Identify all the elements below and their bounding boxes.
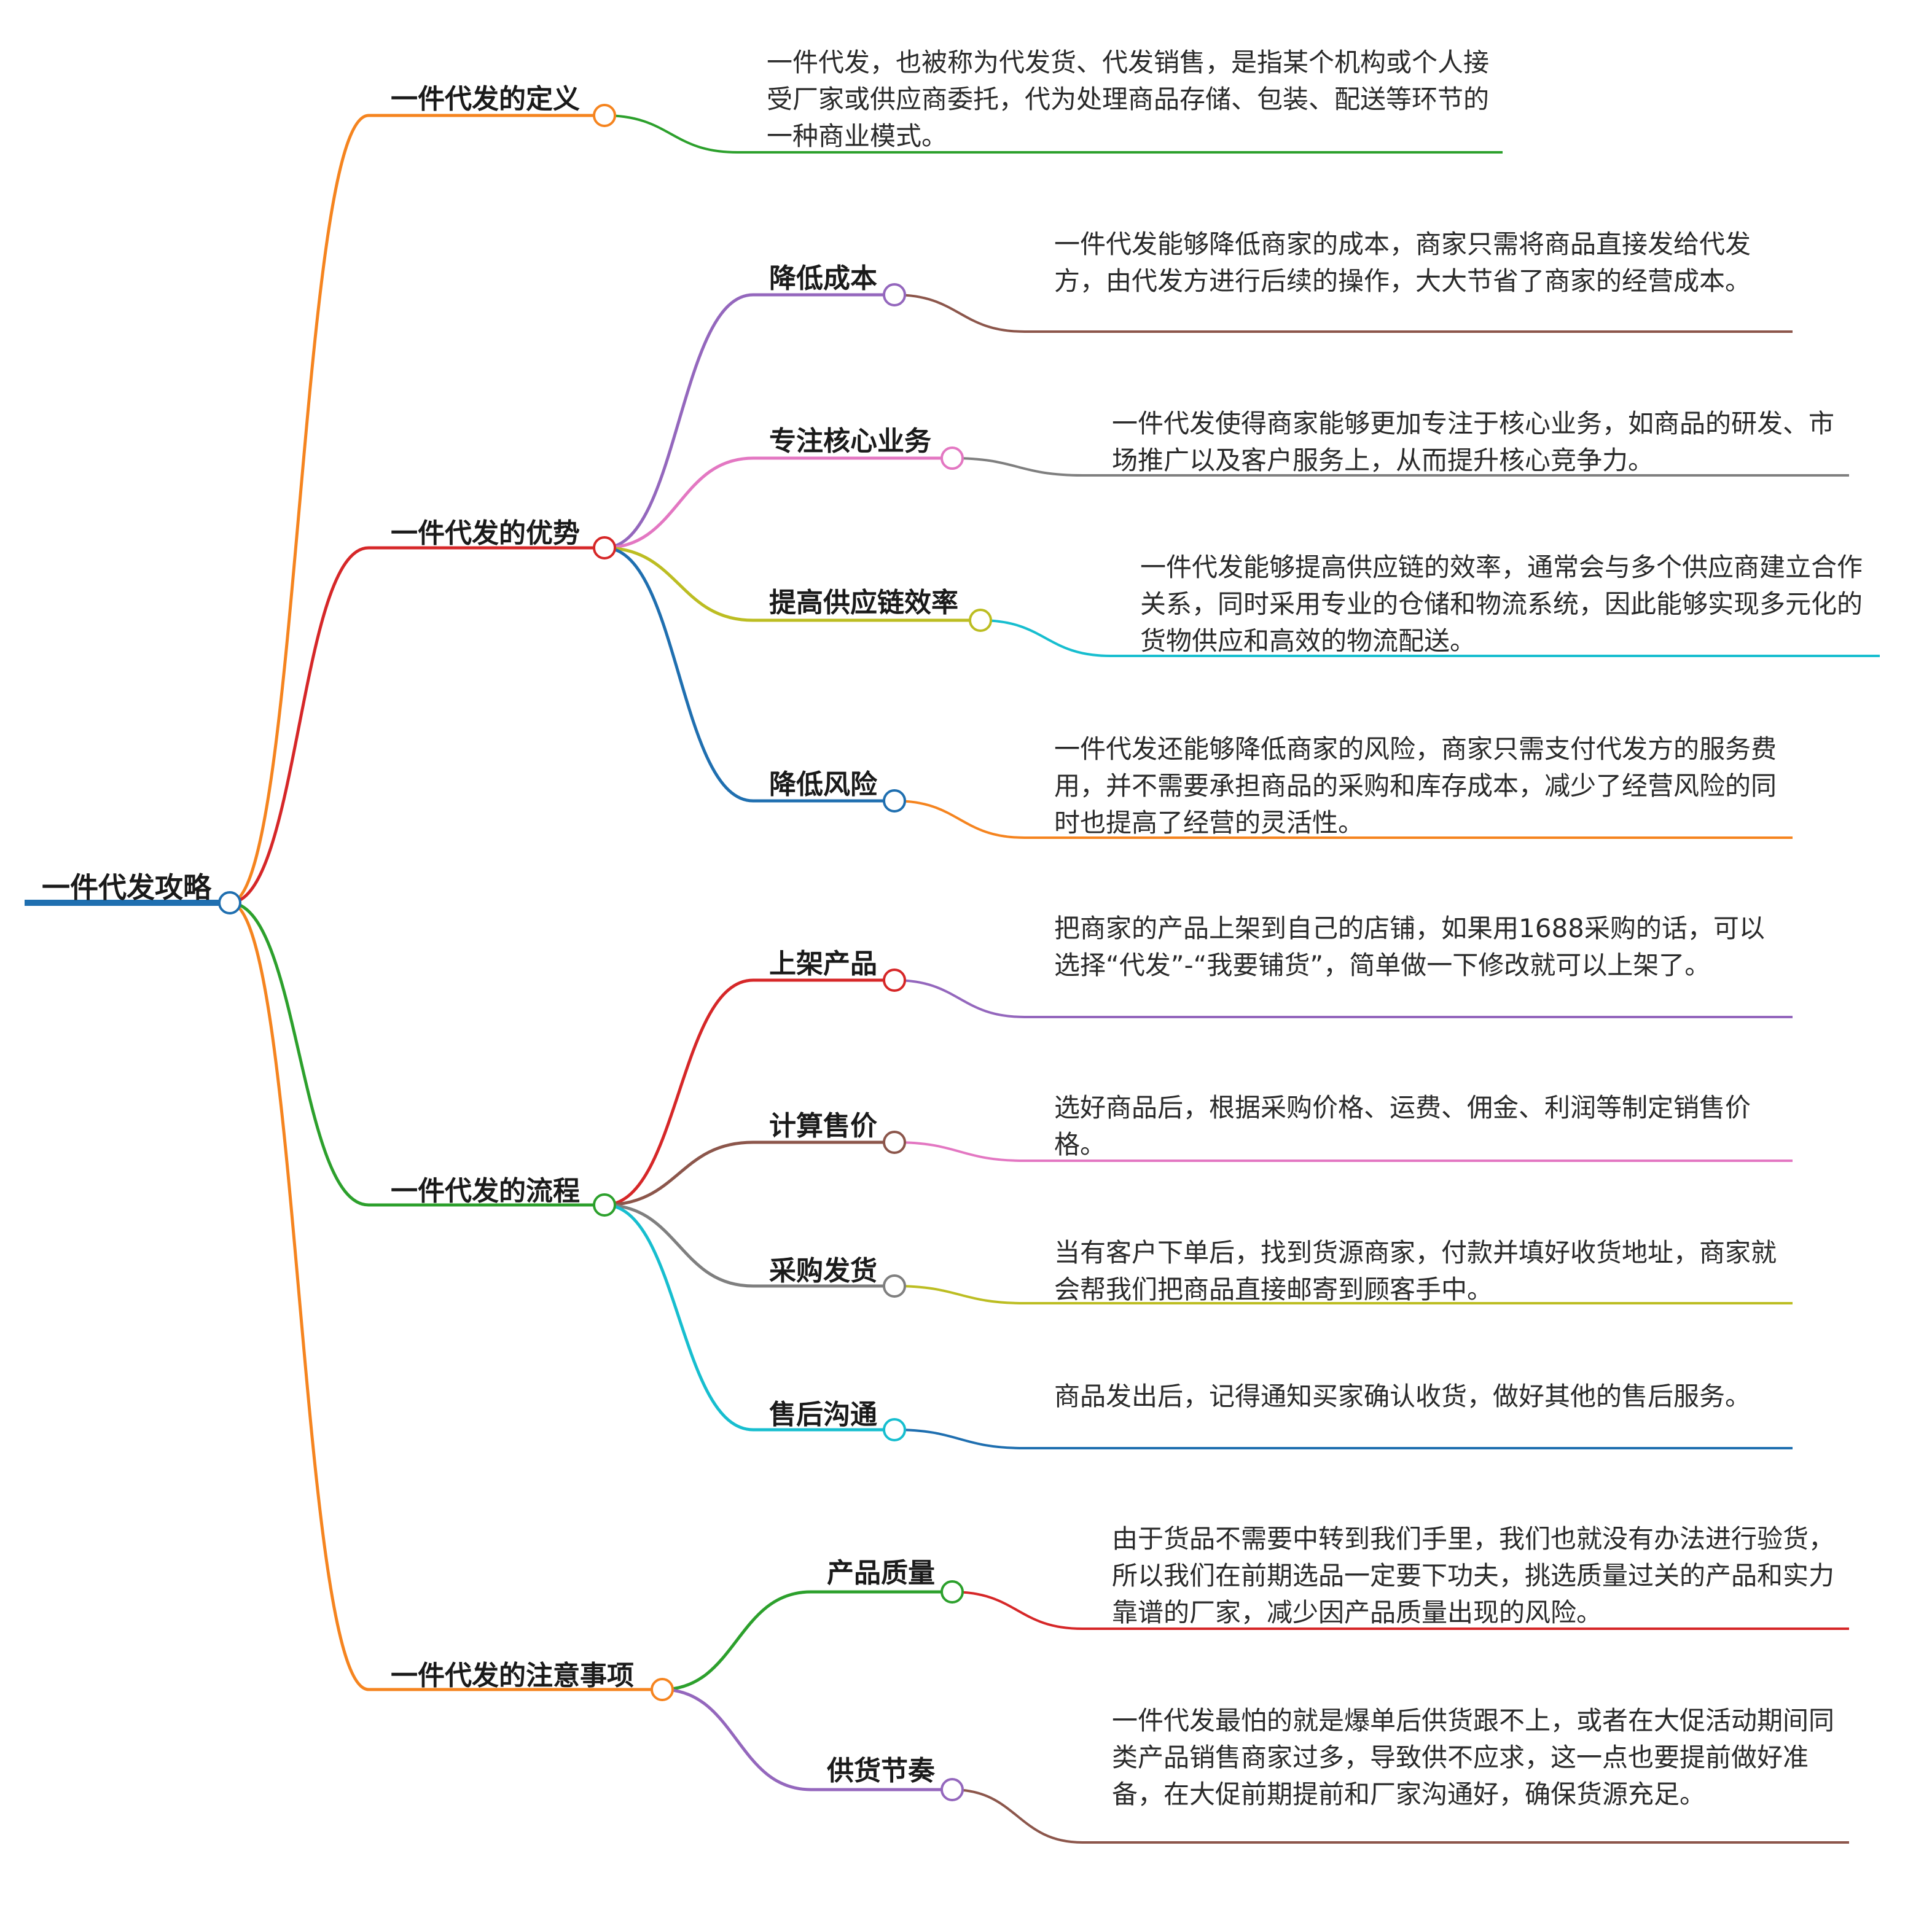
expand-knob-node-1-2[interactable] xyxy=(969,609,992,632)
leaf-pricing-text: 选好商品后，根据采购价格、运费、佣金、利润等制定销售价格。 xyxy=(1054,1093,1751,1160)
connector-branch-1-node-2 xyxy=(604,546,754,622)
expand-knob-branch-0[interactable] xyxy=(593,104,616,127)
connector-branch-3-node-0 xyxy=(662,1590,812,1691)
leaf-reduce-cost-text: 一件代发能够降低商家的成本，商家只需将商品直接发给代发方，由代发方进行后续的操作… xyxy=(1054,229,1751,296)
connector-branch-2-node-3 xyxy=(604,1203,754,1432)
connector-root-branch-2 xyxy=(229,901,369,1207)
branch-notes-label[interactable]: 一件代发的注意事项 xyxy=(391,1660,634,1691)
expand-knob-node-1-3[interactable] xyxy=(883,789,906,813)
connector-root-branch-0 xyxy=(229,114,369,905)
leaf-product-quality-text: 由于货品不需要中转到我们手里，我们也就没有办法进行验货，所以我们在前期选品一定要… xyxy=(1112,1524,1835,1627)
expand-knob-node-2-3[interactable] xyxy=(883,1418,906,1441)
leaf-supply-chain-text: 一件代发能够提高供应链的效率，通常会与多个供应商建立合作关系，同时采用专业的仓储… xyxy=(1140,552,1863,656)
connector-branch-2-node-1 xyxy=(604,1140,754,1207)
connector-node-2-2-leaf xyxy=(894,1285,1025,1304)
connector-branch-2-node-2 xyxy=(604,1203,754,1288)
node-list-products-label[interactable]: 上架产品 xyxy=(769,948,877,980)
connector-node-3-1-leaf xyxy=(952,1788,1083,1844)
expand-knob-node-2-0[interactable] xyxy=(883,969,906,992)
leaf-definition-text: 一件代发，也被称为代发货、代发销售，是指某个机构或个人接受厂家或供应商委托，代为… xyxy=(767,47,1490,151)
connector-node-1-2-leaf xyxy=(980,619,1111,657)
connector-root-branch-3 xyxy=(229,901,369,1691)
node-after-sales-label[interactable]: 售后沟通 xyxy=(769,1399,877,1430)
expand-knob-node-2-1[interactable] xyxy=(883,1131,906,1154)
connector-node-1-1-leaf xyxy=(952,457,1083,477)
leaf-reduce-risk-text: 一件代发还能够降低商家的风险，商家只需支付代发方的服务费用，并不需要承担商品的采… xyxy=(1054,734,1777,838)
connector-branch-2-node-0 xyxy=(604,978,754,1207)
node-reduce-cost-label[interactable]: 降低成本 xyxy=(769,263,877,294)
expand-knob-node-2-2[interactable] xyxy=(883,1274,906,1298)
branch-process-label[interactable]: 一件代发的流程 xyxy=(391,1175,580,1207)
connector-node-2-3-leaf xyxy=(894,1429,1025,1449)
connector-root-branch-1 xyxy=(229,546,369,905)
node-pricing-label[interactable]: 计算售价 xyxy=(769,1110,877,1142)
branch-advantages-label[interactable]: 一件代发的优势 xyxy=(391,518,580,549)
connector-branch-1-node-3 xyxy=(604,546,754,803)
node-core-business-label[interactable]: 专注核心业务 xyxy=(769,426,931,457)
node-product-quality-label[interactable]: 产品质量 xyxy=(827,1557,935,1589)
expand-knob-node-3-1[interactable] xyxy=(941,1778,964,1801)
expand-knob-node-1-0[interactable] xyxy=(883,283,906,306)
connector-node-1-0-leaf xyxy=(894,294,1025,333)
connector-branch-0-leaf xyxy=(604,114,738,154)
connector-node-2-0-leaf xyxy=(894,979,1025,1018)
node-supply-chain-label[interactable]: 提高供应链效率 xyxy=(769,587,958,618)
root-label[interactable]: 一件代发攻略 xyxy=(42,871,211,904)
leaf-purchase-ship-text: 当有客户下单后，找到货源商家，付款并填好收货地址，商家就会帮我们把商品直接邮寄到… xyxy=(1054,1238,1777,1304)
node-supply-rhythm-label[interactable]: 供货节奏 xyxy=(827,1755,935,1787)
leaf-core-business-text: 一件代发使得商家能够更加专注于核心业务，如商品的研发、市场推广以及客户服务上，从… xyxy=(1112,408,1835,475)
expand-knob-branch-1[interactable] xyxy=(593,536,616,559)
connector-node-2-1-leaf xyxy=(894,1141,1025,1162)
node-purchase-ship-label[interactable]: 采购发货 xyxy=(769,1255,877,1287)
connector-branch-1-node-0 xyxy=(604,293,754,550)
connector-node-1-3-leaf xyxy=(894,800,1025,839)
connector-node-3-0-leaf xyxy=(952,1591,1083,1630)
expand-knob-branch-2[interactable] xyxy=(593,1193,616,1217)
branch-definition-label[interactable]: 一件代发的定义 xyxy=(391,84,580,115)
leaf-supply-rhythm-text: 一件代发最怕的就是爆单后供货跟不上，或者在大促活动期间同类产品销售商家过多，导致… xyxy=(1112,1705,1835,1809)
expand-knob-root[interactable] xyxy=(218,891,241,914)
connector-branch-1-node-1 xyxy=(604,456,754,550)
leaf-list-products-text: 把商家的产品上架到自己的店铺，如果用1688采购的话，可以选择“代发”-“我要铺… xyxy=(1054,913,1765,980)
node-reduce-risk-label[interactable]: 降低风险 xyxy=(769,769,877,800)
leaf-after-sales-text: 商品发出后，记得通知买家确认收货，做好其他的售后服务。 xyxy=(1054,1381,1751,1411)
expand-knob-node-3-0[interactable] xyxy=(941,1580,964,1604)
expand-knob-node-1-1[interactable] xyxy=(941,446,964,470)
connector-branch-3-node-1 xyxy=(662,1688,812,1791)
expand-knob-branch-3[interactable] xyxy=(651,1678,674,1701)
